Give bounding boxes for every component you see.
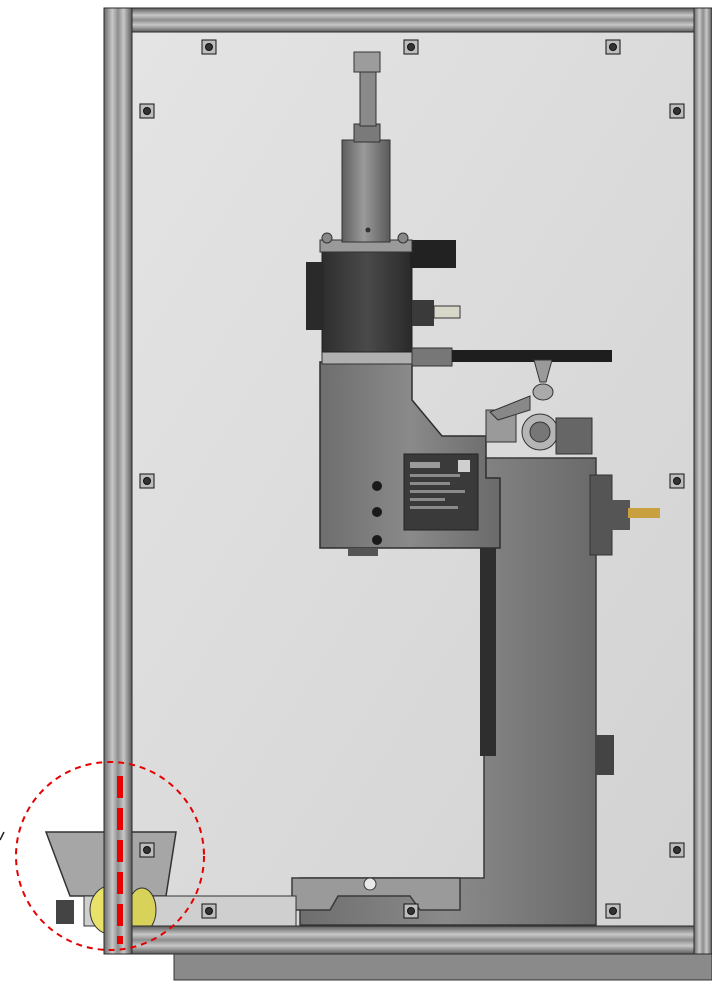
frame-right-post	[693, 7, 712, 955]
base-slot	[291, 877, 461, 911]
frame-top-rail	[103, 7, 712, 33]
motor-unit	[306, 232, 461, 365]
base-plate	[173, 953, 712, 981]
mounting-bracket-icon	[485, 395, 660, 530]
panel-fastener-icon	[139, 473, 155, 489]
highlight-callout	[15, 761, 205, 951]
panel-fastener-icon	[139, 842, 155, 858]
panel-fastener-icon	[403, 39, 419, 55]
frame-bottom-rail	[103, 925, 712, 955]
top-cylinder	[341, 51, 391, 243]
panel-fastener-icon	[403, 903, 419, 919]
panel-fastener-icon	[669, 842, 685, 858]
head-housing	[319, 361, 501, 556]
side-handle	[411, 347, 612, 401]
fasteners	[139, 39, 685, 919]
panel-fastener-icon	[669, 103, 685, 119]
panel-fastener-icon	[201, 39, 217, 55]
panel-fastener-icon	[669, 473, 685, 489]
panel-fastener-icon	[201, 903, 217, 919]
leader-mark	[0, 831, 5, 841]
panel-fastener-icon	[139, 103, 155, 119]
panel-fastener-icon	[605, 903, 621, 919]
panel-fastener-icon	[605, 39, 621, 55]
